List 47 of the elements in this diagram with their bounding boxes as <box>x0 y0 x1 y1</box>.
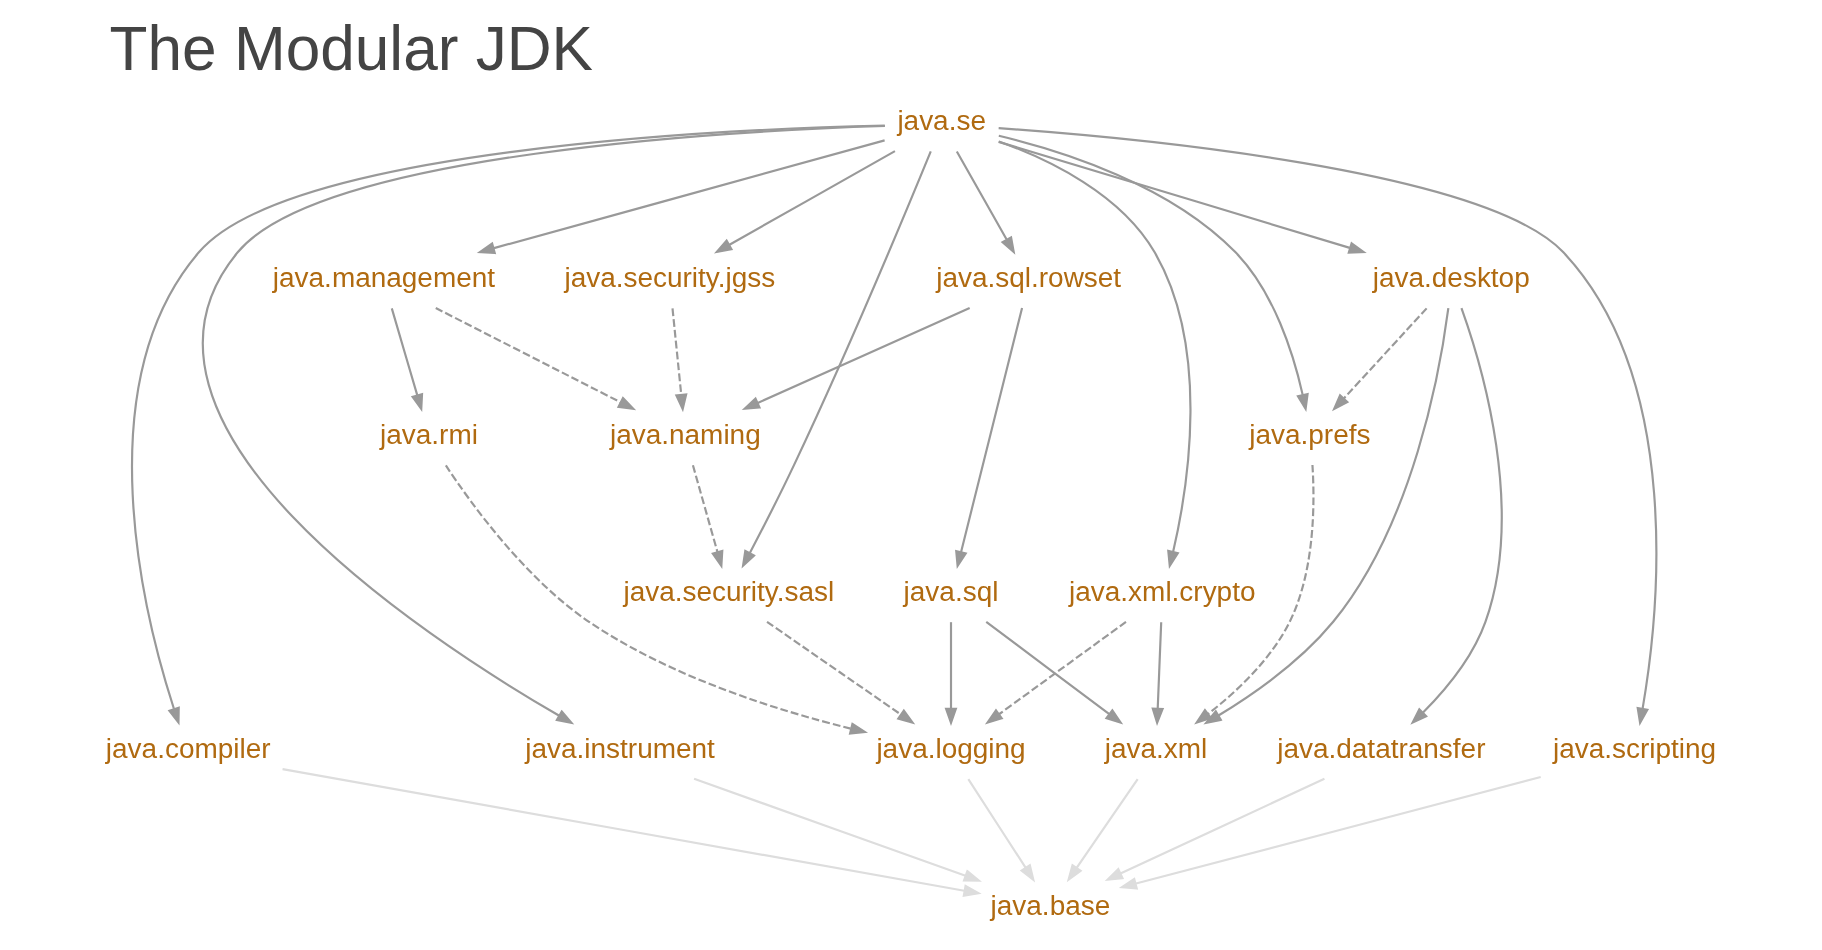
node-text: java.security.jgss <box>564 261 776 293</box>
arrow <box>944 622 958 726</box>
node-text: java.sql.rowset <box>936 261 1122 293</box>
node-text: java.desktop <box>1372 261 1530 293</box>
arrow <box>967 778 1036 883</box>
arrow <box>955 307 1024 570</box>
arrow <box>955 150 1016 255</box>
node-text: java.datatransfer <box>1277 732 1486 764</box>
arrow <box>998 134 1309 413</box>
arrow <box>1151 622 1165 726</box>
arrow <box>741 150 932 569</box>
arrow <box>1194 464 1315 725</box>
node-text: java.xml.crypto <box>1069 575 1256 607</box>
arrow <box>476 139 885 255</box>
arrow <box>714 150 896 254</box>
node-text: java.naming <box>609 418 761 450</box>
arrow <box>390 308 424 413</box>
node-text: java.base <box>990 889 1111 921</box>
arrow <box>435 307 637 411</box>
arrow <box>282 768 982 897</box>
arrow <box>691 464 724 569</box>
node-text: java.rmi <box>380 418 478 450</box>
arrow <box>998 127 1658 726</box>
arrow <box>671 308 688 413</box>
arrow <box>766 620 916 725</box>
node-text: java.security.sasl <box>623 575 835 607</box>
arrow <box>1332 307 1428 412</box>
arrow <box>1410 307 1503 725</box>
arrow <box>1203 307 1450 725</box>
node-text: java.management <box>272 261 496 293</box>
node-text: java.compiler <box>105 732 271 764</box>
node-text: java.instrument <box>525 732 715 764</box>
diagram-title: The Modular JDK <box>109 14 594 84</box>
arrow <box>1118 776 1541 890</box>
node-text: java.se <box>897 104 986 136</box>
node-text: java.prefs <box>1249 418 1371 450</box>
arrow <box>998 140 1192 569</box>
arrow <box>1104 777 1325 881</box>
arrow <box>998 140 1367 254</box>
node-text: java.sql <box>903 575 999 607</box>
arrow <box>741 307 971 411</box>
arrow <box>444 464 869 735</box>
arrow <box>1066 778 1139 883</box>
node-text: java.xml <box>1104 732 1208 764</box>
arrow <box>693 777 982 882</box>
node-text: java.scripting <box>1553 732 1717 764</box>
node-text: java.logging <box>876 732 1026 764</box>
